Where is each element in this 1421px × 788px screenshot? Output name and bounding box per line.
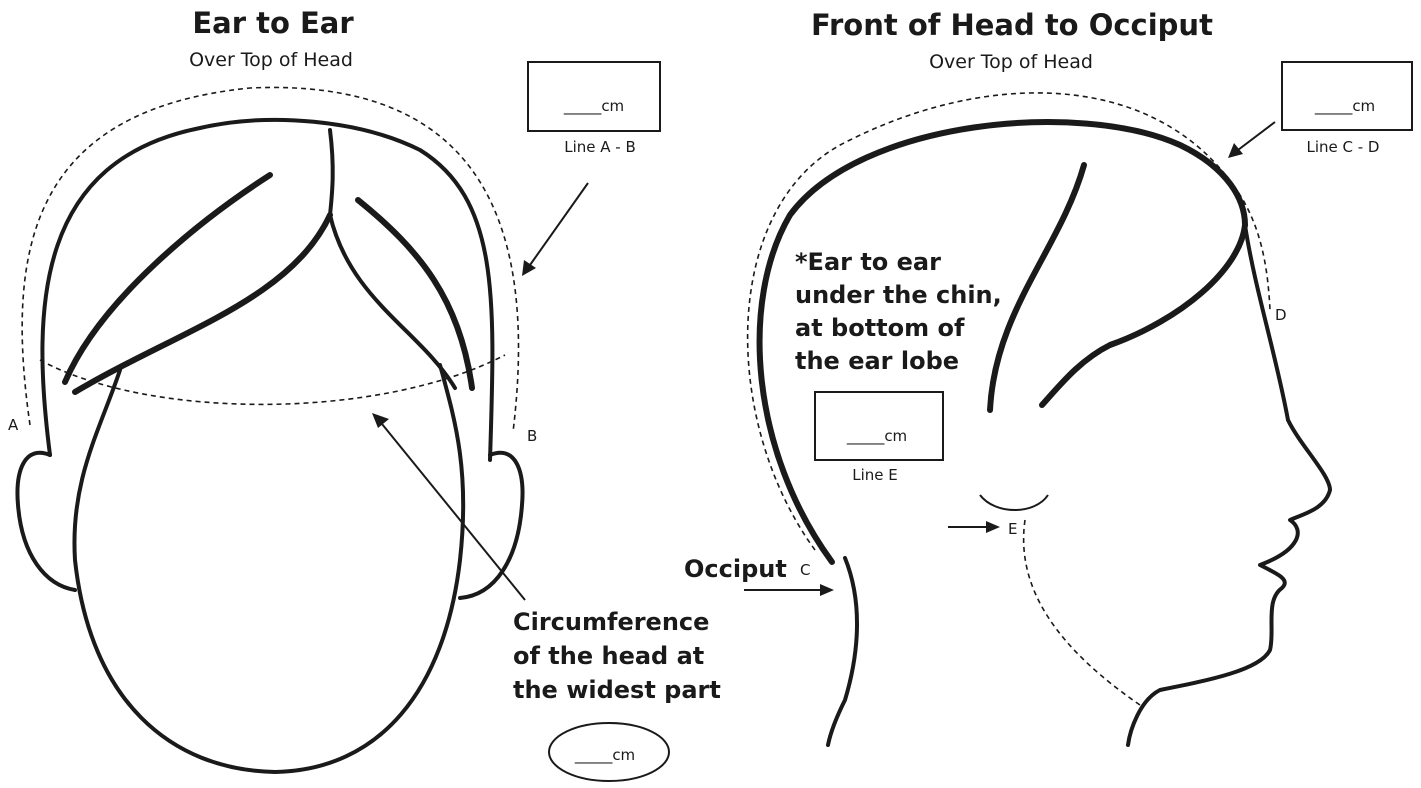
note-line-4: the ear lobe (795, 347, 959, 375)
line-e-dashed (1024, 520, 1140, 705)
line-e-box (815, 392, 943, 460)
line-c-d-box (1282, 62, 1412, 130)
circumference-arrowhead (372, 413, 389, 428)
right-ear (460, 453, 523, 598)
left-ear (17, 453, 75, 590)
point-e-arrowhead (986, 521, 1000, 533)
neck-back (828, 558, 857, 745)
circumference-line-3: the widest part (513, 676, 721, 704)
point-c-label: C (800, 561, 810, 579)
right-title: Front of Head to Occiput (811, 8, 1213, 42)
line-c-d-value: _____cm (1314, 97, 1375, 116)
left-subtitle: Over Top of Head (189, 49, 353, 71)
circumference-line-2: of the head at (513, 642, 704, 670)
point-e-label: E (1008, 520, 1017, 538)
face-outline (74, 365, 463, 772)
hair-part (330, 130, 333, 215)
line-c-d-caption: Line C - D (1306, 138, 1379, 156)
face-profile (1128, 225, 1330, 745)
front-view-panel: Ear to Ear Over Top of Head A B _____cm … (8, 6, 721, 781)
line-a-b-caption: Line A - B (564, 138, 636, 156)
left-title: Ear to Ear (192, 6, 354, 40)
line-e-value: _____cm (846, 427, 907, 446)
point-b-label: B (527, 427, 537, 445)
point-d-label: D (1275, 306, 1287, 324)
hair-strand-right (358, 200, 472, 388)
circumference-value: _____cm (574, 746, 635, 765)
line-c-d-arrow (1238, 122, 1275, 150)
hairline-curve (1042, 225, 1245, 405)
line-c-d-arrowhead (1228, 143, 1243, 158)
circumference-line-1: Circumference (513, 608, 709, 636)
hair-strand-center-right (330, 215, 455, 388)
line-a-b-value: _____cm (563, 97, 624, 116)
circumference-arrow (382, 424, 525, 600)
note-line-3: at bottom of (795, 314, 965, 342)
note-line-2: under the chin, (795, 281, 1002, 309)
side-view-panel: Front of Head to Occiput Over Top of Hea… (684, 8, 1412, 745)
hair-strand-left (65, 175, 270, 382)
right-subtitle: Over Top of Head (929, 51, 1093, 73)
occiput-label: Occiput (684, 555, 787, 583)
occiput-arrowhead (820, 584, 834, 596)
line-a-b-arrowhead (522, 260, 536, 276)
ear-lobe-arc (980, 495, 1048, 510)
point-a-label: A (8, 416, 19, 434)
line-e-caption: Line E (852, 466, 898, 484)
line-a-b-arrow (530, 183, 588, 265)
note-line-1: *Ear to ear (795, 248, 941, 276)
